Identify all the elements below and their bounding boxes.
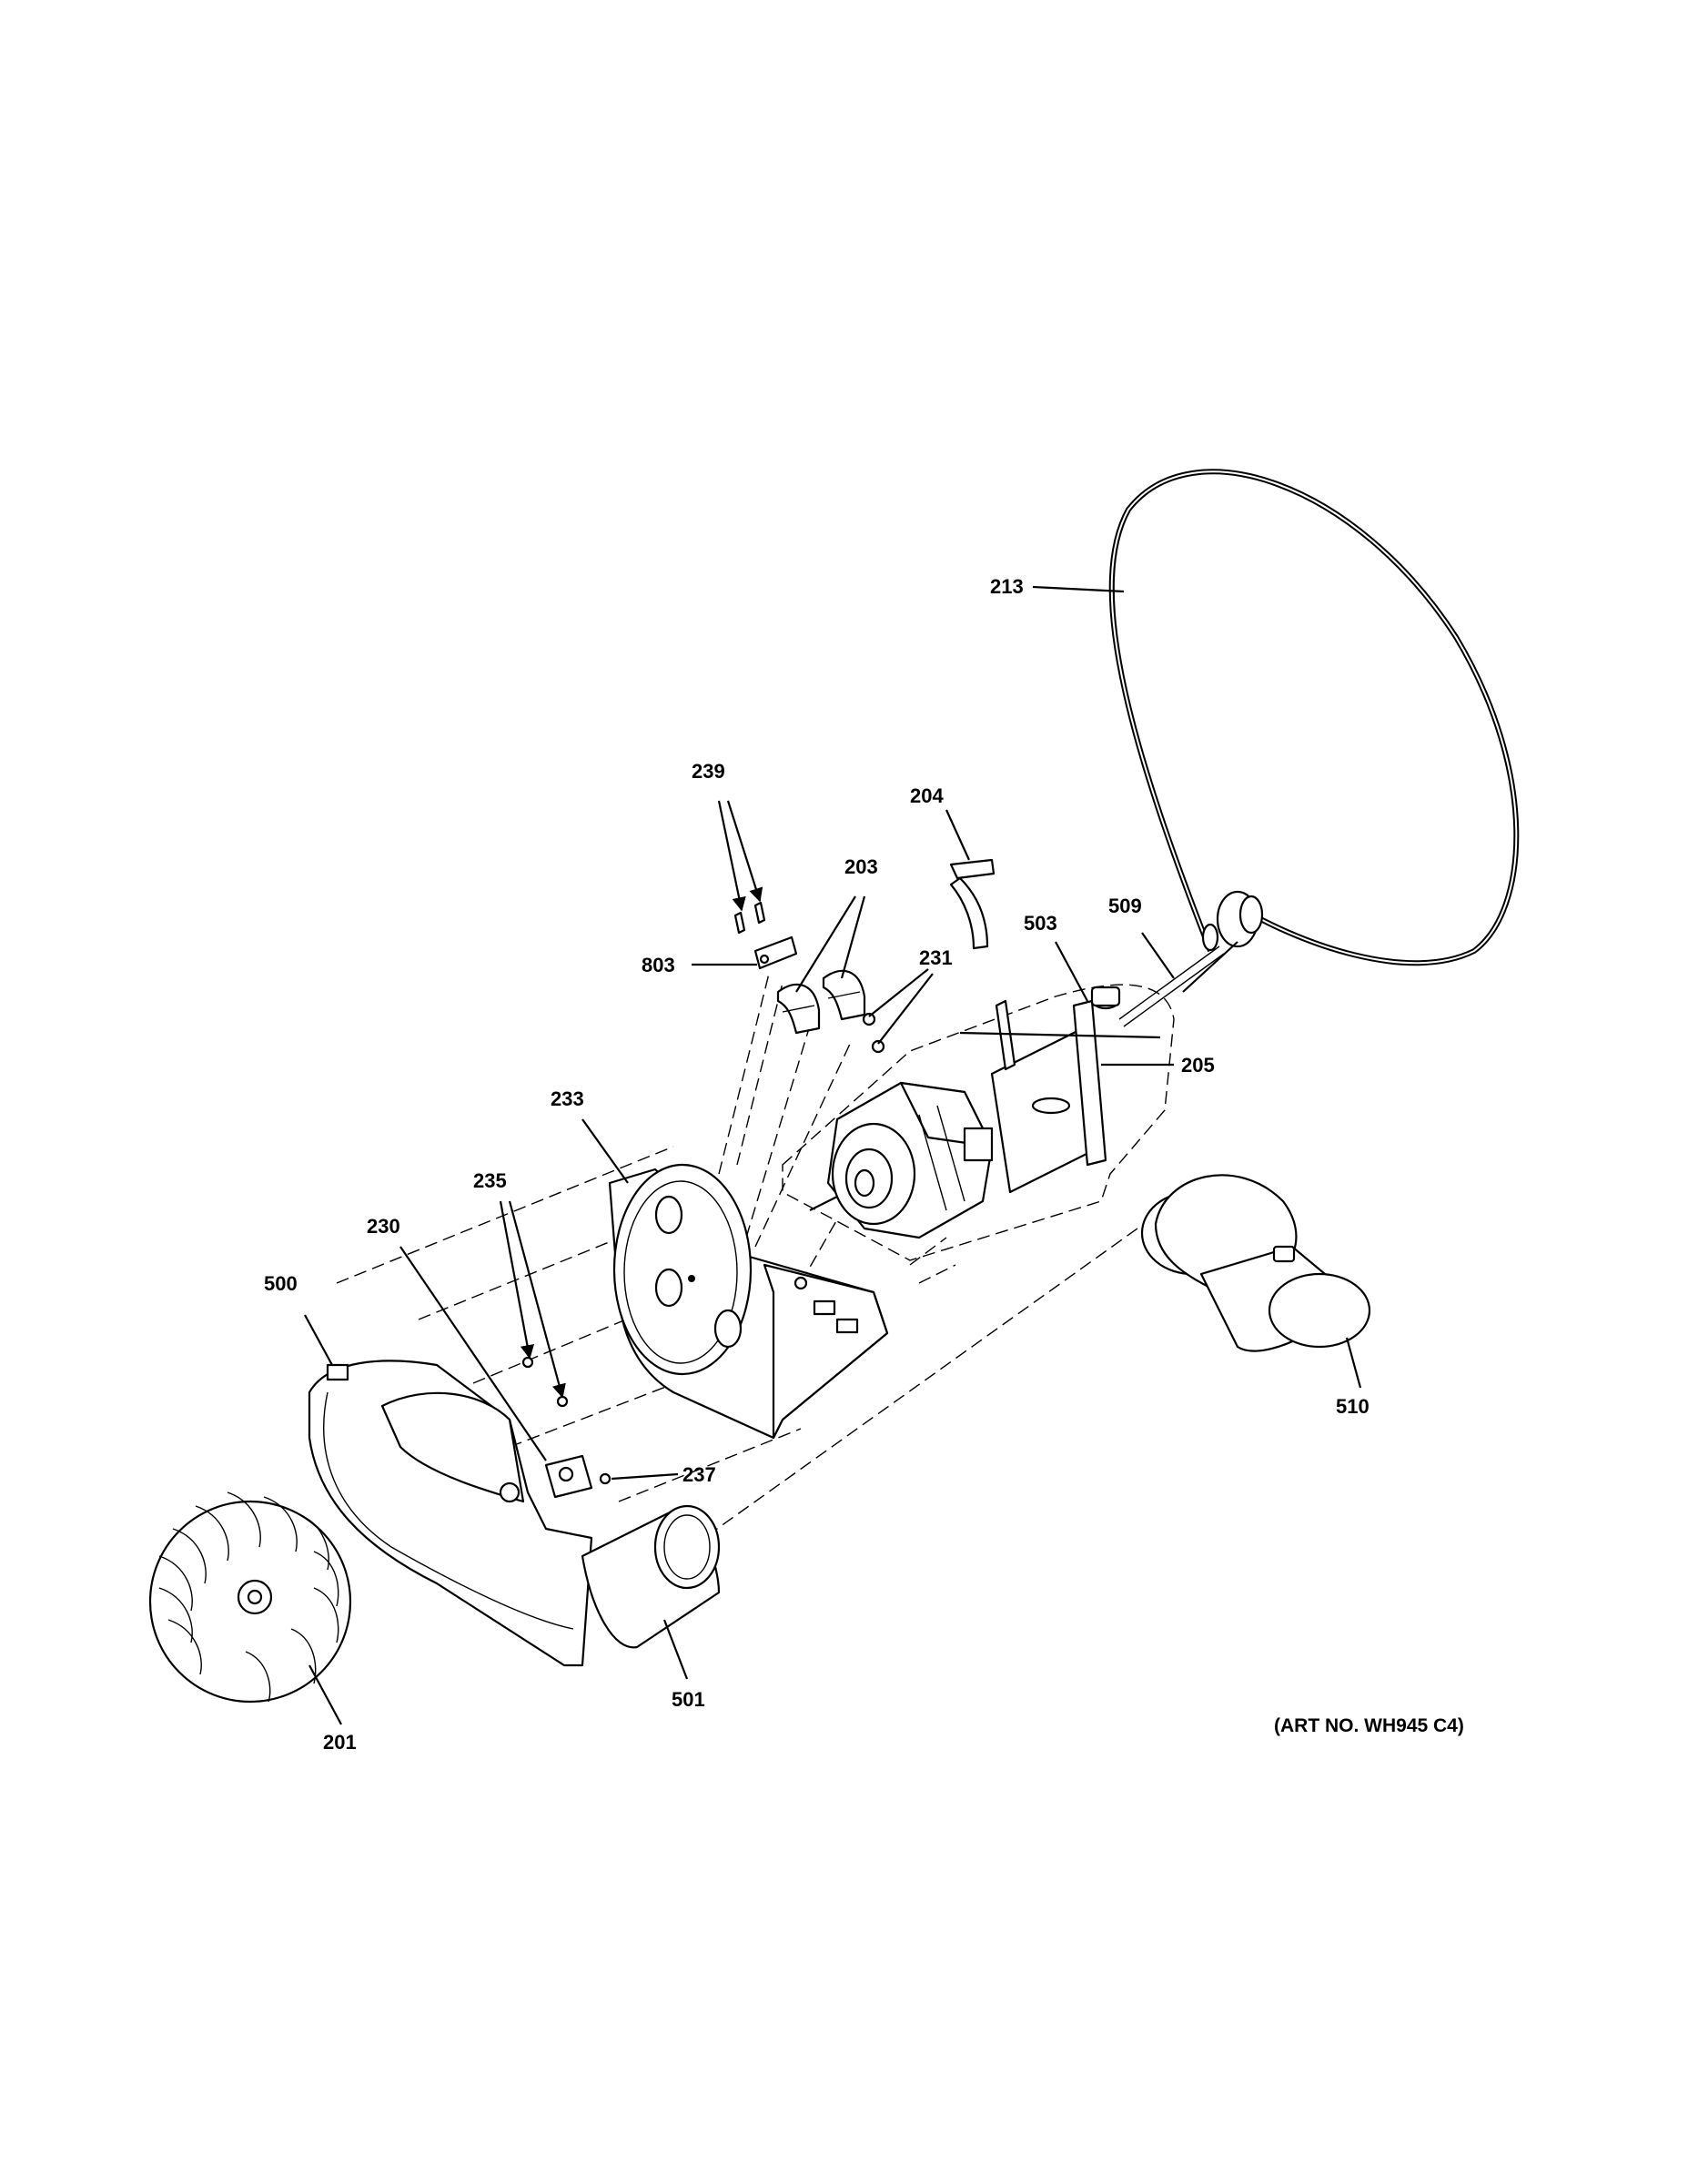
motor-bracket-205: [990, 986, 1121, 1194]
screws-235: [521, 1356, 569, 1408]
callout-803: 803: [642, 954, 675, 976]
callout-204: 204: [910, 784, 944, 807]
motor-mount-233: [608, 1163, 889, 1440]
callout-231: 231: [919, 946, 953, 969]
callout-labels: 213 239 204 203 503 509 803 231 205 233 …: [264, 575, 1464, 1754]
drive-belt-213: [1108, 469, 1520, 966]
thermostat-230: [544, 1454, 593, 1499]
callout-230: 230: [367, 1215, 400, 1238]
blower-wheel-201: [148, 1491, 352, 1704]
callout-239: 239: [692, 760, 725, 783]
callout-509: 509: [1108, 895, 1142, 917]
screws-231: [862, 1012, 885, 1054]
callout-500: 500: [264, 1272, 298, 1295]
motor-assembly-outline: [782, 984, 1175, 1261]
callout-510: 510: [1336, 1395, 1370, 1418]
callout-203: 203: [844, 855, 878, 878]
part-803: [753, 935, 798, 970]
motor-clamps-203: [776, 969, 866, 1035]
assembly-guide-lines: [336, 973, 1175, 1548]
callout-237: 237: [682, 1463, 716, 1486]
callout-501: 501: [672, 1688, 705, 1711]
callout-213: 213: [990, 575, 1024, 598]
leader-lines: [304, 585, 1362, 1725]
duct-elbow-510: [1140, 1174, 1371, 1352]
clip-204: [949, 858, 996, 950]
callout-201: 201: [323, 1731, 357, 1754]
blower-housing-500: [308, 1360, 593, 1667]
callout-235: 235: [473, 1169, 507, 1192]
drive-motor: [809, 1081, 994, 1239]
part-239-screws: [733, 901, 766, 935]
art-number: (ART NO. WH945 C4): [1274, 1715, 1464, 1736]
idler-pulley-509: [1118, 890, 1264, 1027]
callout-503: 503: [1024, 912, 1057, 935]
callout-205: 205: [1181, 1054, 1215, 1077]
callout-233: 233: [551, 1087, 584, 1110]
exhaust-duct-501: [581, 1504, 721, 1649]
screw-237: [599, 1472, 612, 1485]
